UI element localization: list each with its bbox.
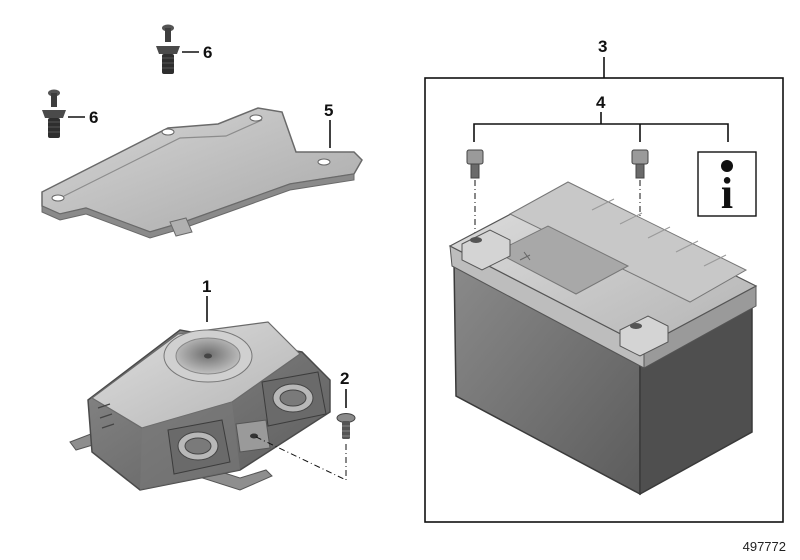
battery-kit-frame	[424, 77, 784, 523]
screw-top	[156, 24, 180, 74]
battery	[448, 181, 758, 496]
callout-6-mid: 6	[89, 108, 98, 127]
battery-bolt	[631, 149, 649, 179]
alarm-screw	[336, 413, 356, 439]
callout-1: 1	[202, 277, 211, 296]
callout-6-top: 6	[203, 43, 212, 62]
bracket	[41, 107, 363, 239]
callout-2: 2	[340, 369, 349, 388]
battery-bolt	[466, 149, 484, 179]
callout-5: 5	[324, 101, 333, 120]
info-glyph: i	[721, 169, 733, 218]
callout-4: 4	[596, 93, 606, 112]
alarm-unit	[69, 321, 331, 491]
connector-port	[261, 371, 327, 427]
screw-mid	[42, 89, 66, 138]
info-box: i	[697, 151, 757, 218]
document-number: 497772	[742, 539, 786, 554]
connector-port	[167, 419, 231, 475]
battery-terminal	[619, 315, 669, 357]
battery-terminal	[461, 229, 511, 271]
callout-3: 3	[598, 37, 607, 56]
